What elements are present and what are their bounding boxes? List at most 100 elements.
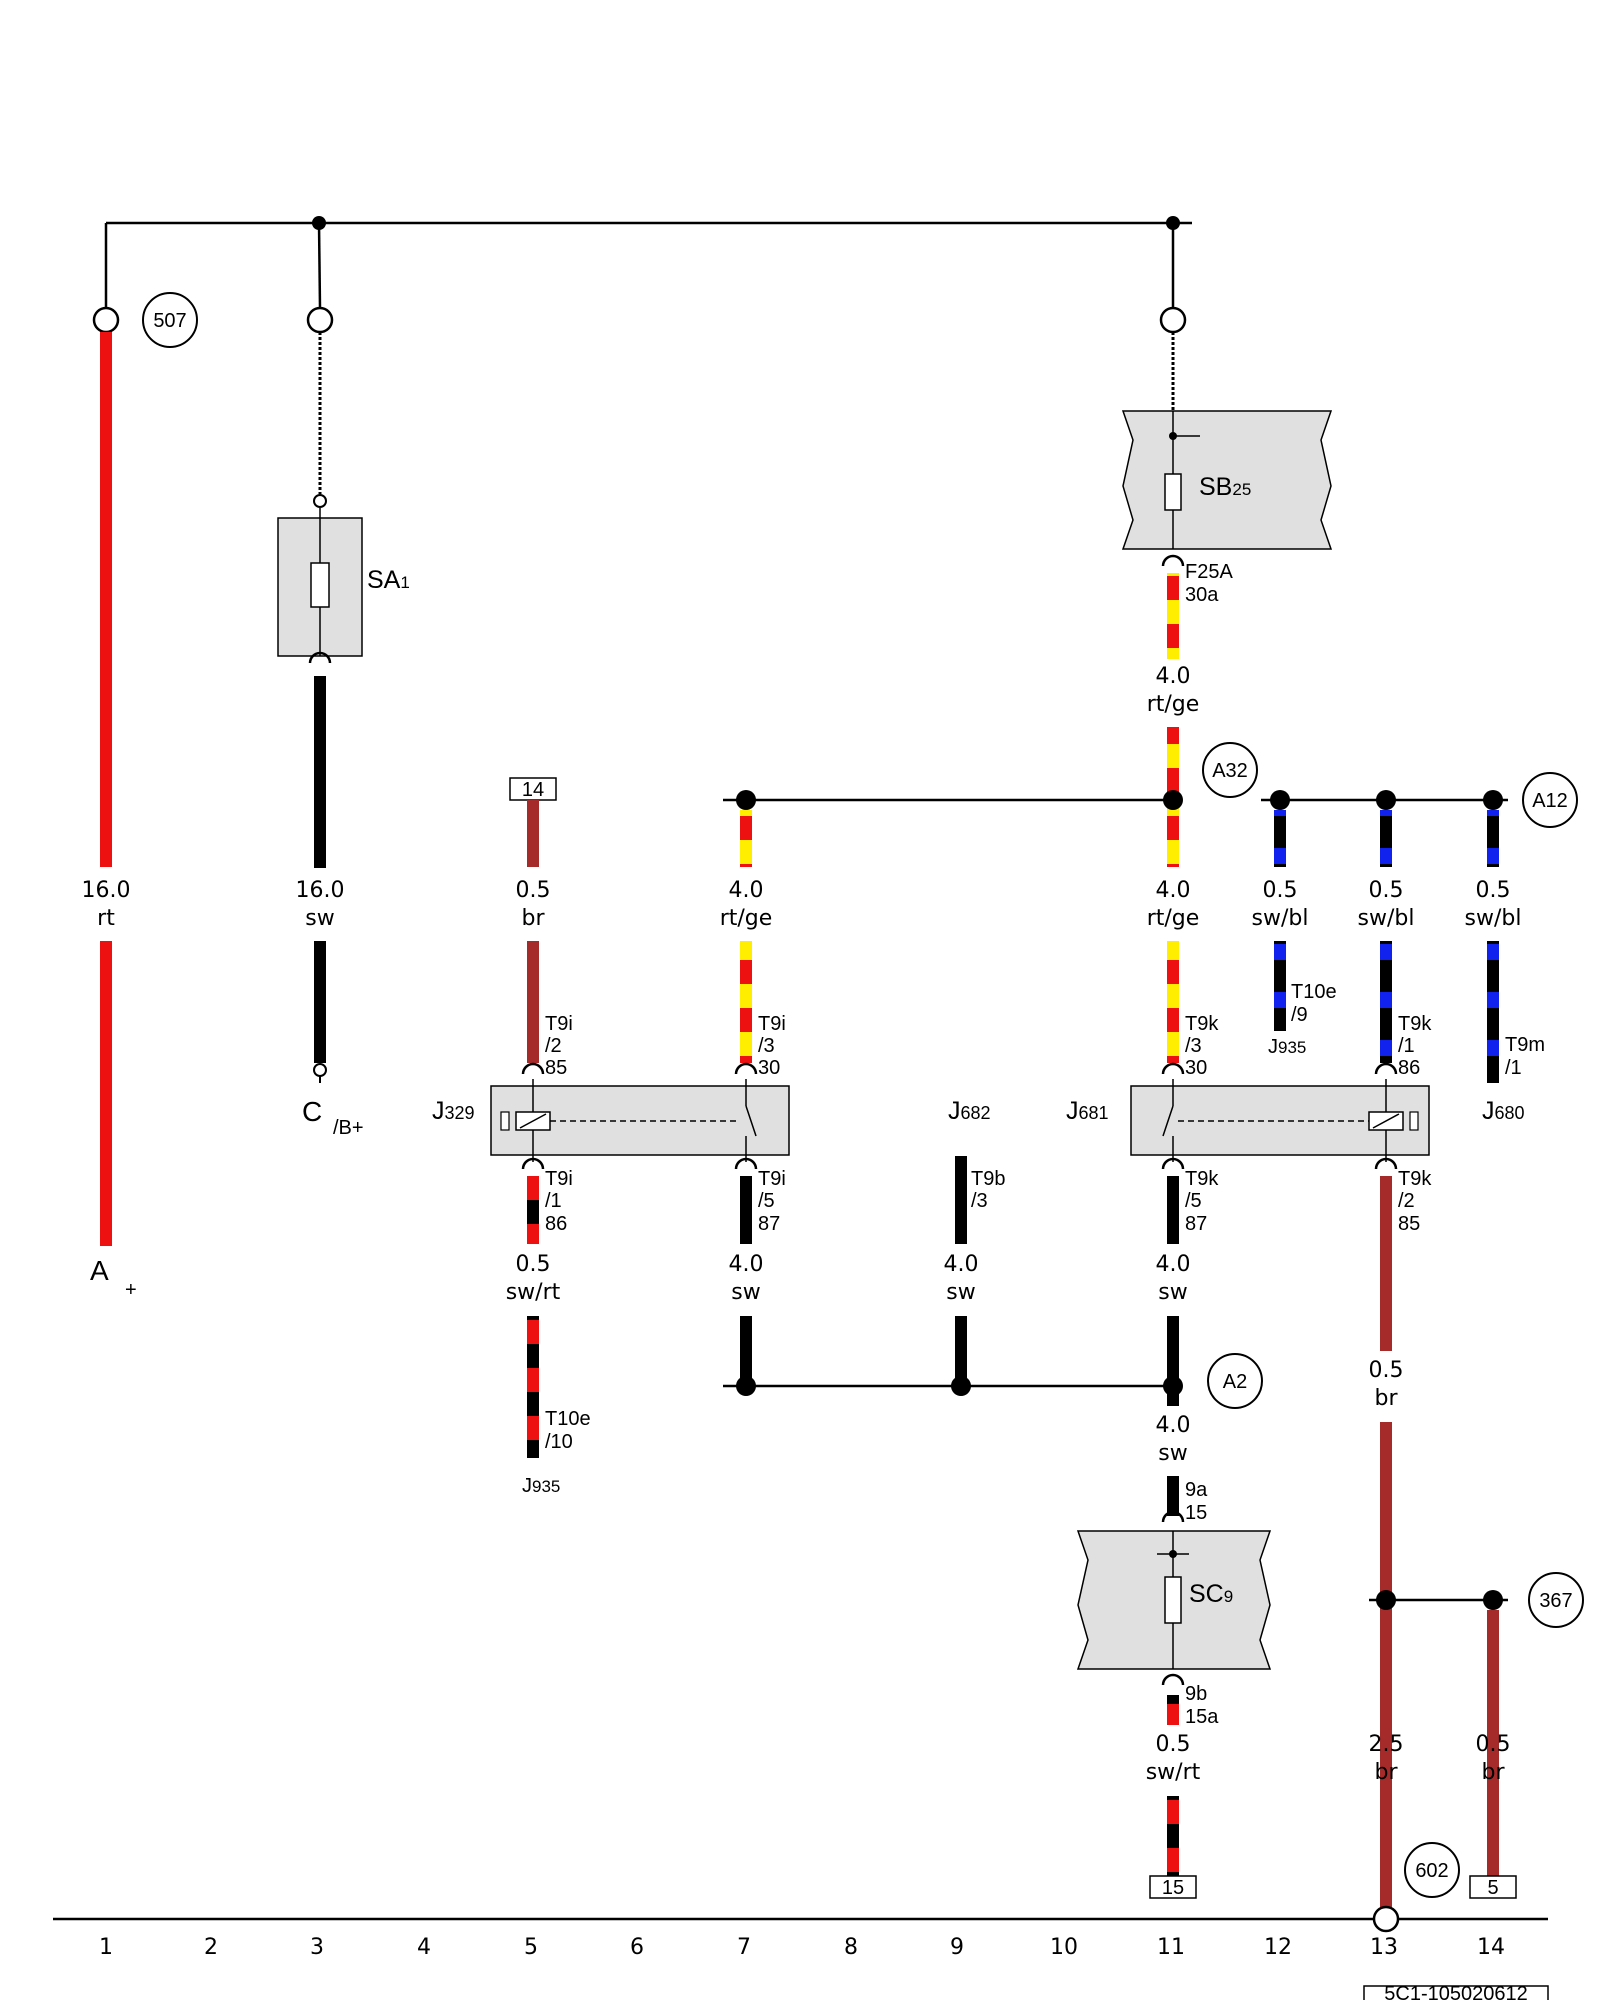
pin-label: T10e xyxy=(545,1408,591,1430)
relay-switch-icon xyxy=(745,1105,757,1137)
footer-code: 5C1-105020612 xyxy=(1363,1983,1549,2000)
fuse-sc9-branch: 9a 15 SC9 9b 15a 0.5 sw/rt 15 xyxy=(1076,1476,1272,1899)
connector-arcs-lower xyxy=(521,1157,1398,1170)
column-number: 3 xyxy=(310,1935,324,1960)
wire-col5-lower: T10e /10 J935 xyxy=(522,1316,591,1497)
wire-size: 0.5 xyxy=(516,878,551,903)
bus-a12: A12 xyxy=(1261,772,1578,867)
ref-circle-602 xyxy=(1404,1842,1460,1898)
fuse-sb25-branch: SB25 F25A 30a 4.0 rt/ge A32 xyxy=(1121,306,1333,867)
pin-label: /9 xyxy=(1291,1004,1308,1026)
junction-dot xyxy=(951,1376,971,1396)
wire-size: 4.0 xyxy=(944,1252,979,1277)
junction-dot xyxy=(1483,1590,1503,1610)
wire-size: 16.0 xyxy=(82,878,131,903)
ref-circle-507 xyxy=(142,292,198,348)
pin-label: /10 xyxy=(545,1431,573,1453)
wire-col5-top: 14 0.5 br xyxy=(509,777,557,1063)
column-number: 9 xyxy=(950,1935,964,1960)
column-number: 2 xyxy=(204,1935,218,1960)
wire-color: sw/bl xyxy=(1358,906,1415,931)
wire-color: rt/ge xyxy=(1147,906,1200,931)
ref-box-15-label: 15 xyxy=(1162,1877,1184,1899)
sa1-label: SA1 xyxy=(367,566,410,594)
connector-icon xyxy=(1161,554,1185,567)
ref-box-5-label: 5 xyxy=(1487,1877,1498,1899)
pin-label: /1 xyxy=(1398,1035,1415,1057)
fuse-box-sb xyxy=(1121,410,1333,550)
pin-label: 15 xyxy=(1185,1502,1207,1524)
column-number: 10 xyxy=(1050,1935,1078,1960)
pin-label: T9i xyxy=(758,1168,786,1190)
wire-labels-row3: 0.5 sw/rt 4.0 sw 4.0 sw 4.0 sw 0.5 br xyxy=(506,1252,1404,1411)
relay-switch-icon xyxy=(1162,1105,1174,1137)
junction-dot xyxy=(736,1376,756,1396)
wire-size: 4.0 xyxy=(1156,1252,1191,1277)
wire-size: 2.5 xyxy=(1369,1732,1404,1757)
connector-icon xyxy=(1161,1510,1185,1523)
wire-size: 0.5 xyxy=(1369,1358,1404,1383)
wire-segments-row2 xyxy=(740,941,1499,1083)
ref-a32-label: A32 xyxy=(1212,760,1248,782)
j329-label: J329 xyxy=(432,1097,475,1125)
wire-color: br xyxy=(521,906,545,931)
fuse-icon xyxy=(1164,1576,1182,1624)
pin-label: 30 xyxy=(1185,1057,1207,1079)
ref-circle-a2 xyxy=(1207,1353,1263,1409)
bus-a32 xyxy=(723,790,1173,867)
terminal-ring xyxy=(92,306,120,334)
wire-color: sw xyxy=(1158,1280,1187,1305)
column-number: 5 xyxy=(524,1935,538,1960)
j935-top-label: J935 xyxy=(1268,1036,1306,1058)
ref-602-label: 602 xyxy=(1415,1860,1448,1882)
column-number: 12 xyxy=(1264,1935,1292,1960)
column-number: 6 xyxy=(630,1935,644,1960)
top-bus xyxy=(104,216,1192,309)
pin-label: /3 xyxy=(971,1190,988,1212)
pin-label: /2 xyxy=(545,1035,562,1057)
bus-junction xyxy=(312,216,326,230)
terminal-ring xyxy=(306,306,334,334)
wire-color: rt xyxy=(97,906,115,931)
pin-label: T9k xyxy=(1398,1013,1432,1035)
column-number: 11 xyxy=(1157,1935,1185,1960)
pin-label: /5 xyxy=(758,1190,775,1212)
terminal-ring xyxy=(1159,306,1187,334)
ref-circle-a32 xyxy=(1202,742,1258,798)
pin-label: T10e xyxy=(1291,981,1337,1003)
column-number: 7 xyxy=(737,1935,751,1960)
wire-color: sw xyxy=(305,906,334,931)
terminal-c-sub: /B+ xyxy=(333,1117,364,1139)
connector-arcs-upper xyxy=(521,1062,1398,1075)
pin-label: /5 xyxy=(1185,1190,1202,1212)
pin-label: 9a xyxy=(1185,1479,1208,1501)
wire-size: 0.5 xyxy=(1369,878,1404,903)
ref-367-label: 367 xyxy=(1539,1590,1572,1612)
ref-box-14-label: 14 xyxy=(522,779,544,801)
pins-upper: T9i /2 85 T9i /3 30 T9k /3 30 T9k /1 86 … xyxy=(545,981,1545,1079)
pin-label: 30 xyxy=(758,1057,780,1079)
fuse-sa1-branch: SA1 16.0 sw C /B+ xyxy=(277,306,410,1139)
wire-color: sw/rt xyxy=(1146,1760,1201,1785)
terminal-a-label: A xyxy=(90,1255,109,1286)
ground-terminal-ring xyxy=(1372,1905,1400,1933)
footer-code-label: 5C1-105020612 xyxy=(1384,1983,1527,2000)
ref-box-15 xyxy=(1149,1875,1197,1899)
terminal-c-label: C xyxy=(302,1096,322,1127)
relay-j329: J329 xyxy=(432,1079,790,1162)
pin-label: 87 xyxy=(1185,1213,1207,1235)
ref-circle-a12 xyxy=(1522,772,1578,828)
wire-color: br xyxy=(1374,1760,1398,1785)
pin-label: T9i xyxy=(758,1013,786,1035)
pin-label: T9b xyxy=(971,1168,1005,1190)
pin-label: T9m xyxy=(1505,1034,1545,1056)
wire-size: 16.0 xyxy=(296,878,345,903)
sb25-label: SB25 xyxy=(1199,473,1251,501)
pin-label: 87 xyxy=(758,1213,780,1235)
wire-labels-row1: 4.0 rt/ge 4.0 rt/ge 0.5 sw/bl 0.5 sw/bl … xyxy=(720,878,1522,931)
pin-label: 86 xyxy=(545,1213,567,1235)
connector-icon xyxy=(1161,1673,1185,1686)
column-number: 13 xyxy=(1370,1935,1398,1960)
wire-size: 0.5 xyxy=(1476,878,1511,903)
